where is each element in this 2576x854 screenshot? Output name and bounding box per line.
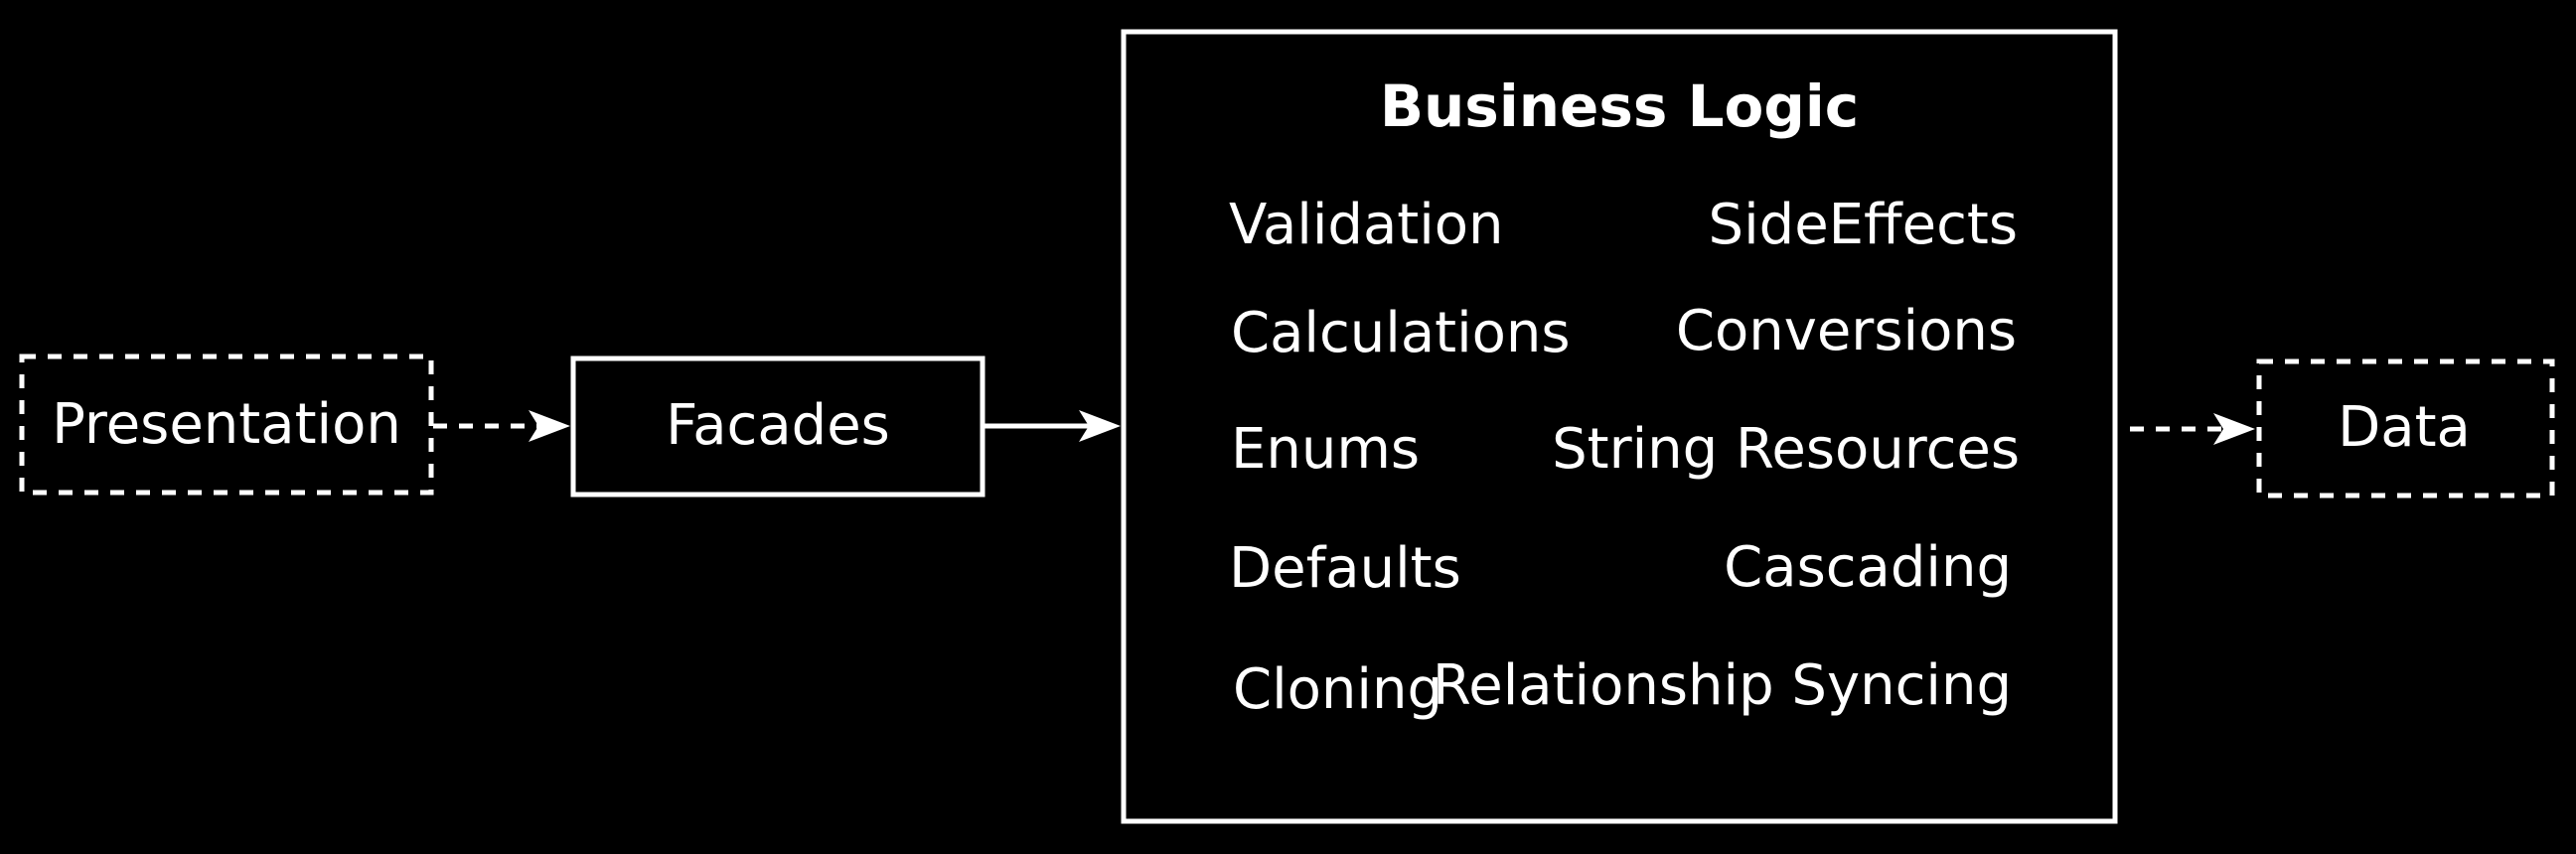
business-logic-title: Business Logic: [1380, 72, 1859, 140]
edge-presentation-to-facades: [433, 410, 570, 442]
business-logic-node: Business Logic Validation SideEffects Ca…: [1121, 29, 2118, 824]
item-validation: Validation: [1229, 193, 1504, 257]
item-calculations: Calculations: [1231, 301, 1571, 365]
presentation-label: Presentation: [52, 392, 401, 457]
item-relationship-syncing: Relationship Syncing: [1433, 653, 2012, 718]
presentation-box: [19, 354, 434, 496]
item-cascading: Cascading: [1724, 535, 2012, 600]
arrowhead-icon: [1079, 410, 1121, 442]
data-node: Data: [2256, 358, 2555, 498]
item-conversions: Conversions: [1676, 299, 2017, 363]
edge-business-logic-to-data: [2130, 413, 2255, 445]
data-label: Data: [2338, 395, 2471, 460]
item-defaults: Defaults: [1229, 536, 1461, 601]
presentation-node: Presentation: [19, 354, 434, 496]
facades-label: Facades: [666, 393, 890, 458]
edge-facades-to-business-logic: [983, 410, 1121, 442]
facades-node: Facades: [570, 356, 985, 498]
business-logic-box: [1121, 29, 2118, 824]
item-enums: Enums: [1231, 417, 1420, 482]
item-side-effects: SideEffects: [1709, 193, 2018, 257]
arrowhead-icon: [529, 410, 570, 442]
item-cloning: Cloning: [1233, 657, 1442, 722]
arrowhead-icon: [2213, 413, 2255, 445]
data-box: [2256, 358, 2555, 498]
item-string-resources: String Resources: [1552, 417, 2020, 482]
